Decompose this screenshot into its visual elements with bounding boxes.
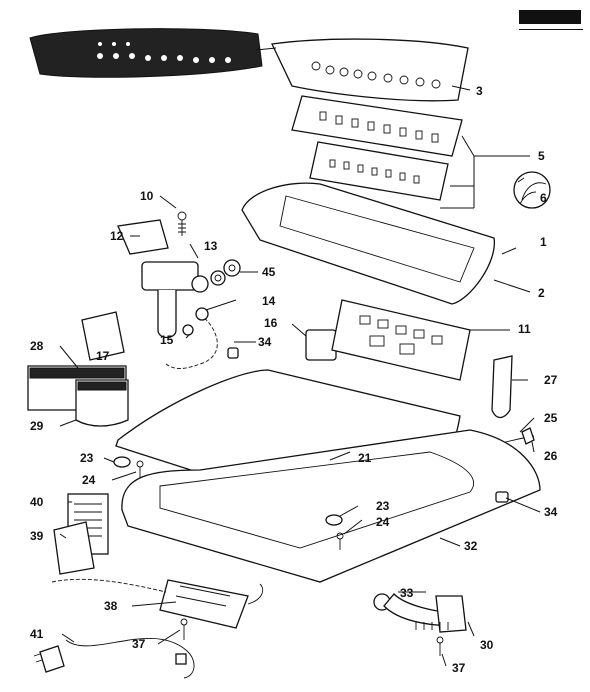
- plug-34-lower: [495, 491, 509, 503]
- callout-10: 10: [140, 189, 154, 203]
- hose-assembly: [373, 593, 467, 633]
- callout-24-left: 24: [82, 473, 96, 487]
- callout-23-left: 23: [80, 451, 94, 465]
- brand-logo: [519, 10, 581, 24]
- callout-12: 12: [110, 229, 124, 243]
- callout-33: 33: [400, 586, 414, 600]
- bushing-15: [182, 324, 194, 336]
- control-board-upper-keys: [319, 111, 439, 143]
- callout-34-upper: 34: [258, 335, 272, 349]
- callout-25: 32: [464, 539, 478, 553]
- callout-29: 28: [30, 339, 44, 353]
- control-board-upper: [291, 95, 463, 157]
- customer-care-logo: [519, 29, 583, 31]
- callout-27: 26: [544, 449, 558, 463]
- power-cord: [33, 637, 195, 679]
- screw-37-right: [436, 636, 444, 656]
- lid-bumper: [491, 355, 513, 419]
- warning-label-30: [75, 379, 129, 427]
- screw-37-left: [180, 618, 188, 640]
- top-panel-opening: [159, 451, 475, 549]
- callout-45: 45: [262, 265, 276, 279]
- overlay-panel-buttons: [311, 61, 441, 89]
- callout-3: 3: [476, 84, 483, 98]
- callout-34-lower: 34: [544, 505, 558, 519]
- callout-1: 1: [540, 235, 547, 249]
- callout-5: 5: [538, 149, 545, 163]
- bumper-23-right: [325, 514, 343, 526]
- callout-13: 13: [204, 239, 218, 253]
- callout-40: 40: [30, 495, 44, 509]
- thermistor-wire: [165, 313, 218, 369]
- screw-10: [177, 211, 187, 236]
- callout-21: 21: [358, 451, 372, 465]
- callout-39: 39: [30, 529, 44, 543]
- callout-6: 6: [540, 191, 547, 205]
- callout-17: 17: [96, 349, 110, 363]
- hose-fittings: [210, 259, 241, 286]
- thermistor: [195, 307, 209, 321]
- callout-15: 15: [160, 333, 174, 347]
- control-module-components: [359, 315, 443, 355]
- bumper-23-left: [113, 456, 131, 468]
- callout-37-right: 37: [452, 661, 466, 675]
- callout-32: 30: [480, 638, 494, 652]
- callout-38: 38: [104, 599, 118, 613]
- leader-lines: [59, 47, 541, 667]
- console-housing-window: [279, 195, 475, 283]
- callout-14: 14: [262, 294, 276, 308]
- callout-37-left: 37: [132, 637, 146, 651]
- callout-2: 2: [538, 286, 545, 300]
- control-module: [331, 299, 471, 381]
- callout-11: 11: [518, 322, 531, 336]
- lid-lock: [51, 578, 264, 629]
- clip-27: [521, 427, 535, 445]
- callout-30: 29: [30, 419, 44, 433]
- water-valve: [141, 261, 209, 339]
- dark-overlay-graphic: [29, 28, 263, 78]
- callout-28: 27: [544, 373, 558, 387]
- callout-41: 41: [30, 627, 44, 641]
- screw-24-left: [136, 460, 144, 478]
- literature-bag: [53, 521, 95, 575]
- console-housing: [241, 182, 495, 305]
- control-board-lower-keys: [329, 159, 420, 184]
- overlay-graphic-dots: [97, 42, 231, 63]
- bracket-12: [117, 219, 169, 255]
- overlay-panel: [271, 38, 469, 102]
- top-panel: [121, 429, 541, 583]
- screw-24-right: [336, 532, 344, 550]
- callout-23-right: 23: [376, 499, 390, 513]
- callout-16: 16: [264, 316, 278, 330]
- callout-numbers: 3 5 6 1 2 10 12 13 45 14 16 11 15 34 17 …: [30, 84, 558, 675]
- plug-34-upper: [227, 347, 239, 359]
- connector-17: [81, 311, 125, 361]
- control-board-lower: [309, 141, 449, 201]
- lid-switch: [305, 329, 337, 361]
- callout-24-right: 24: [376, 515, 390, 529]
- callout-26: 25: [544, 411, 558, 425]
- harness-connector: [513, 171, 551, 209]
